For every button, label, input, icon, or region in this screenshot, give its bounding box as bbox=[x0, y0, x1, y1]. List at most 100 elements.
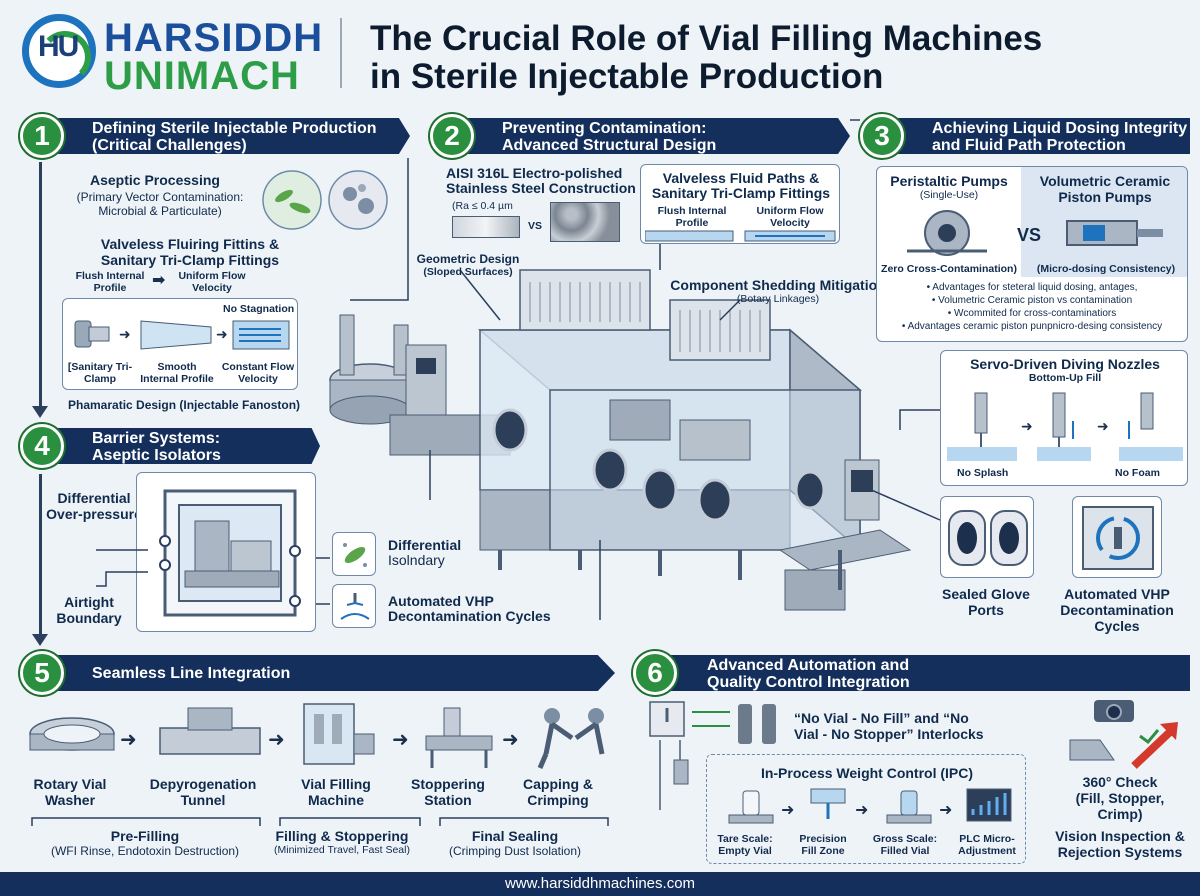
phase-final-sealing: Final Sealing (Crimping Dust Isolation) bbox=[430, 828, 600, 858]
shedding-subtitle: (Botary Linkages) bbox=[736, 293, 820, 305]
uniform-label-1: Uniform Flow bbox=[178, 270, 246, 282]
geo-label-2: (Sloped Surfaces) bbox=[423, 266, 513, 278]
advantage-1: • Advantages for steteral liquid dosing,… bbox=[926, 282, 1138, 293]
s2-uniform-label: Uniform Flow Velocity bbox=[745, 205, 835, 229]
rough-steel-sample bbox=[550, 202, 620, 242]
uniform-label-2: Velocity bbox=[192, 282, 232, 294]
air-label-2: Boundary bbox=[56, 610, 122, 626]
phase-3-sub: (Crimping Dust Isolation) bbox=[448, 844, 582, 858]
step-rotary-washer: Rotary Vial Washer bbox=[20, 776, 120, 808]
section-4-banner: Barrier Systems: Aseptic Isolators bbox=[40, 428, 320, 464]
shedding-mitigation-label: Component Shedding Mitigation (Botary Li… bbox=[668, 278, 888, 306]
section-6-banner: Advanced Automation and Quality Control … bbox=[655, 655, 1190, 691]
svg-text:➜: ➜ bbox=[216, 327, 228, 343]
isolator-panel bbox=[136, 472, 316, 632]
step-1-line2: Washer bbox=[44, 792, 96, 808]
phase-brackets bbox=[31, 817, 609, 826]
constant-label-1: Constant Flow bbox=[221, 361, 295, 373]
svg-text:➜: ➜ bbox=[502, 727, 519, 751]
s2-flush-1: Flush Internal bbox=[657, 205, 727, 217]
interlock-sensor-2 bbox=[762, 704, 776, 744]
smooth-label-1: Smooth bbox=[157, 361, 197, 373]
spray-icon bbox=[340, 593, 370, 620]
pump-vs-label: VS bbox=[1017, 225, 1042, 245]
check-line1: 360° Check bbox=[1082, 774, 1158, 790]
check-line2: (Fill, Stopper, bbox=[1075, 790, 1165, 806]
header-divider bbox=[340, 18, 342, 88]
s2-uniform-2: Velocity bbox=[770, 217, 810, 229]
nozzles-title-2: Bottom-Up Fill bbox=[1028, 372, 1102, 384]
logo-mark bbox=[22, 14, 96, 88]
step-stoppering: Stoppering Station bbox=[398, 776, 498, 808]
pipe-diagram bbox=[645, 230, 836, 242]
section-1-title: Defining Sterile Injectable Production bbox=[92, 120, 377, 137]
phase-1-title: Pre-Filling bbox=[110, 828, 180, 844]
section-5-number: 5 bbox=[20, 651, 64, 695]
fluid-paths-title-2: Sanitary Tri-Clamp Fittings bbox=[651, 185, 831, 201]
smooth-label: Smooth Internal Profile bbox=[135, 361, 219, 385]
smooth-label-2: Internal Profile bbox=[140, 373, 214, 385]
footer-url[interactable]: www.harsiddhmachines.com bbox=[0, 872, 1200, 896]
section-6-subtitle: Quality Control Integration bbox=[707, 674, 910, 691]
interlock-diagram bbox=[649, 701, 730, 810]
section-3-number: 3 bbox=[860, 114, 904, 158]
air-label-1: Airtight bbox=[64, 594, 114, 610]
section-6-title: Advanced Automation and bbox=[707, 657, 910, 674]
step-2-line1: Depyrogenation bbox=[149, 776, 257, 792]
section-3-title: Achieving Liquid Dosing Integrity bbox=[932, 120, 1188, 137]
title-line1: The Crucial Role of Vial Filling Machine… bbox=[370, 19, 1043, 58]
section-4-number: 4 bbox=[20, 424, 64, 468]
flush-label: Flush Internal Profile bbox=[70, 270, 150, 294]
section-3-subtitle: and Fluid Path Protection bbox=[932, 137, 1126, 154]
advantage-3: • Wcommited for cross-contaminatiors bbox=[947, 308, 1117, 319]
ipc-step-plc: PLC Micro- Adjustment bbox=[947, 833, 1027, 857]
section-5-title: Seamless Line Integration bbox=[92, 665, 291, 682]
flush-label-2: Profile bbox=[93, 282, 127, 294]
vision-camera-icon bbox=[1069, 700, 1178, 769]
sanitary-label-1: [Sanitary Tri- bbox=[67, 361, 133, 373]
brand-name-line1: HARSIDDH bbox=[104, 16, 324, 60]
svg-text:➜: ➜ bbox=[120, 727, 137, 751]
peristaltic-title-2: (Single-Use) bbox=[919, 189, 979, 201]
sanitary-label-2: Clamp bbox=[83, 373, 117, 385]
diff-label-2: Over-pressure bbox=[46, 506, 142, 522]
aseptic-subtitle: (Primary Vector Contamination: Microbial… bbox=[60, 190, 260, 218]
glove-label-1: Sealed Glove bbox=[942, 586, 1030, 602]
glove-port-icon bbox=[948, 510, 1028, 566]
section-4-subtitle: Aseptic Isolators bbox=[92, 447, 221, 464]
step-4-line2: Station bbox=[424, 792, 472, 808]
title-line2: in Sterile Injectable Production bbox=[370, 57, 884, 96]
ipc-title: In-Process Weight Control (IPC) bbox=[760, 765, 974, 781]
advantage-4: • Advantages ceramic piston punpnicro-de… bbox=[901, 321, 1163, 332]
step-5-line2: Crimping bbox=[527, 792, 589, 808]
fitting-panel: ➜ ➜ No Stagnation [Sanitary Tri- Clamp S… bbox=[62, 298, 298, 390]
peristaltic-title-1: Peristaltic Pumps bbox=[890, 173, 1008, 189]
phase-3-title: Final Sealing bbox=[471, 828, 559, 844]
vhp-label-3: Cycles bbox=[1094, 618, 1140, 634]
vial-filling-machine-illustration bbox=[329, 269, 912, 611]
ceramic-title-2: Piston Pumps bbox=[1058, 189, 1152, 205]
steel-title-1: AISI 316L Electro-polished bbox=[446, 165, 623, 181]
phase-2-title: Filling & Stoppering bbox=[275, 828, 409, 844]
360-check-label: 360° Check (Fill, Stopper, Crimp) bbox=[1050, 774, 1190, 822]
section-3-banner: Achieving Liquid Dosing Integrity and Fl… bbox=[880, 118, 1190, 154]
step-2-line2: Tunnel bbox=[180, 792, 226, 808]
s2-uniform-1: Uniform Flow bbox=[756, 205, 824, 217]
nozzles-title-1: Servo-Driven Diving Nozzles bbox=[970, 356, 1160, 372]
ipc-step-2-l2: Fill Zone bbox=[801, 845, 845, 857]
flush-label-1: Flush Internal bbox=[75, 270, 145, 282]
page-title: The Crucial Role of Vial Filling Machine… bbox=[370, 20, 1042, 96]
svg-text:➜: ➜ bbox=[781, 800, 794, 819]
phase-2-sub: (Minimized Travel, Fast Seal) bbox=[274, 844, 410, 856]
vhp-label-2: Decontamination bbox=[1060, 602, 1174, 618]
steel-vs-label: VS bbox=[528, 220, 543, 232]
diving-nozzles-panel: Servo-Driven Diving Nozzles Bottom-Up Fi… bbox=[940, 350, 1188, 486]
line-integration-icons: ➜ ➜ ➜ ➜ bbox=[29, 703, 605, 769]
phase-pre-filling: Pre-Filling (WFI Rinse, Endotoxin Destru… bbox=[28, 828, 262, 858]
fitting-diagram: ➜ ➜ bbox=[74, 320, 290, 350]
pump-comparison-panel: Peristaltic Pumps (Single-Use) Volumetri… bbox=[876, 166, 1188, 342]
interlocks-label: “No Vial - No Fill” and “No Vial - No St… bbox=[794, 710, 984, 742]
check-line3: Crimp) bbox=[1097, 806, 1143, 822]
interlock-line2: Vial - No Stopper” Interlocks bbox=[794, 726, 984, 742]
